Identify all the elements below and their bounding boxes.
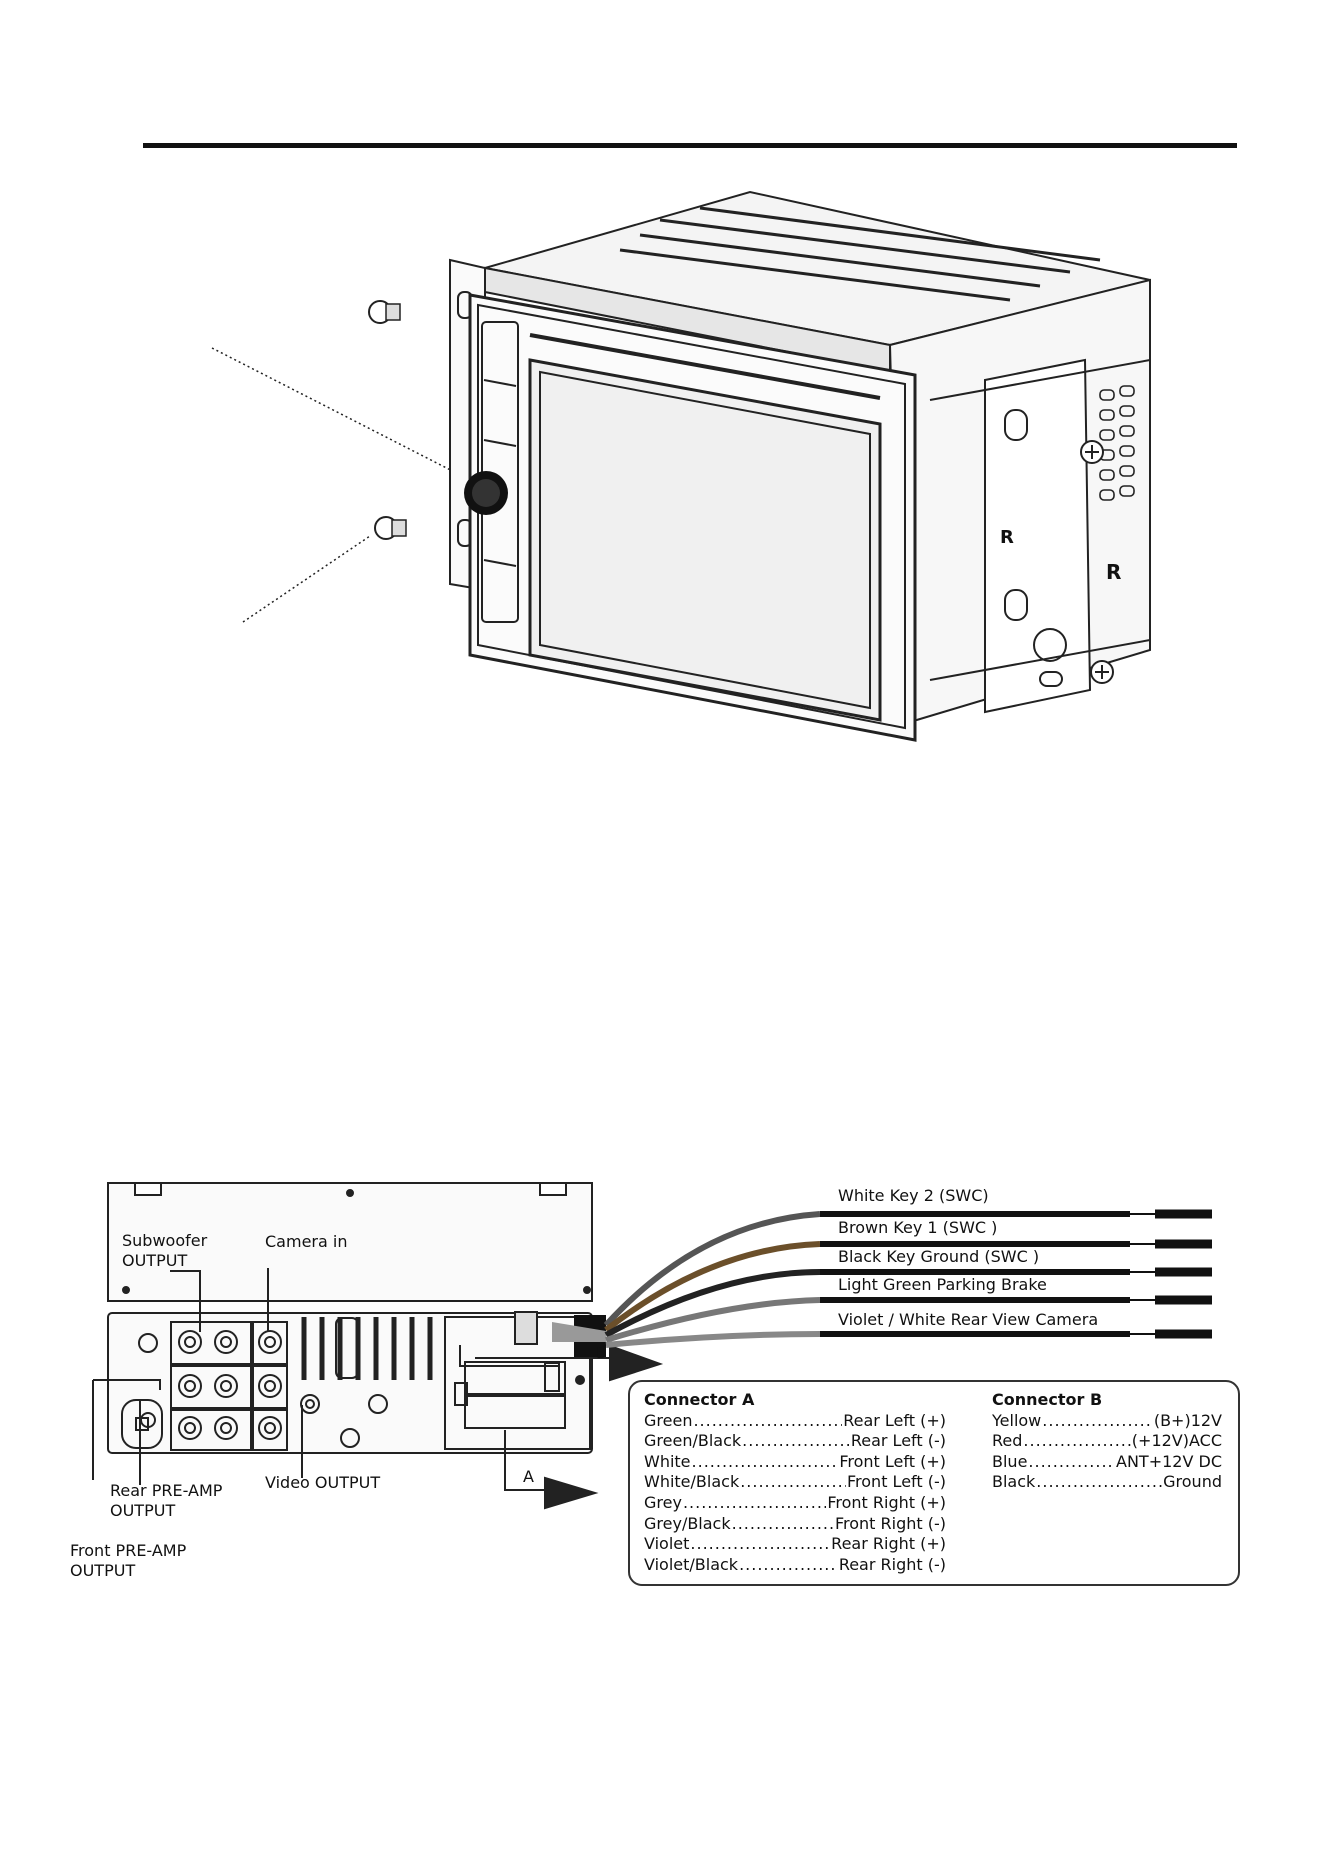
label-front-preamp-output: Front PRE-AMP OUTPUT bbox=[70, 1541, 187, 1580]
wire-label-black-key-ground: Black Key Ground (SWC ) bbox=[838, 1247, 1040, 1266]
list-item: WhiteFront Left (+) bbox=[644, 1452, 946, 1473]
label-rear-preamp-output: Rear PRE-AMP OUTPUT bbox=[110, 1481, 223, 1520]
label-subwoofer-output: Subwoofer OUTPUT bbox=[122, 1231, 208, 1270]
arrow-label-a: A bbox=[523, 1467, 534, 1486]
list-item: BlueANT+12V DC bbox=[992, 1452, 1222, 1473]
list-item: Violet/BlackRear Right (-) bbox=[644, 1555, 946, 1576]
connector-pinout-panel: Connector A GreenRear Left (+) Green/Bla… bbox=[628, 1380, 1240, 1586]
connector-a-title: Connector A bbox=[644, 1390, 755, 1409]
wire-label-brown-key1: Brown Key 1 (SWC ) bbox=[838, 1218, 998, 1237]
label-camera-in: Camera in bbox=[265, 1232, 348, 1251]
head-unit-mounting-illustration bbox=[211, 190, 1151, 742]
bracket-mark-2: R bbox=[1106, 560, 1122, 584]
label-video-output: Video OUTPUT bbox=[265, 1473, 381, 1492]
wire-label-white-key2: White Key 2 (SWC) bbox=[838, 1186, 989, 1205]
wire-label-rear-camera: Violet / White Rear View Camera bbox=[838, 1310, 1099, 1329]
list-item: Green/BlackRear Left (-) bbox=[644, 1431, 946, 1452]
list-item: Yellow(B+)12V bbox=[992, 1411, 1222, 1432]
rear-panel-wiring-diagram bbox=[92, 1182, 1212, 1510]
list-item: Grey/BlackFront Right (-) bbox=[644, 1514, 946, 1535]
mounting-screw-right-upper bbox=[1080, 440, 1104, 464]
list-item: GreyFront Right (+) bbox=[644, 1493, 946, 1514]
mounting-screw-upper bbox=[368, 300, 401, 324]
list-item: VioletRear Right (+) bbox=[644, 1534, 946, 1555]
list-item: Red(+12V)ACC bbox=[992, 1431, 1222, 1452]
mounting-screw-right-lower bbox=[1090, 660, 1114, 684]
bracket-mark-1: R bbox=[1000, 527, 1014, 548]
header-rule bbox=[143, 143, 1237, 148]
arrow-label-b: B bbox=[596, 1343, 607, 1362]
list-item: GreenRear Left (+) bbox=[644, 1411, 946, 1432]
mounting-screw-lower bbox=[374, 516, 407, 540]
wire-label-parking-brake: Light Green Parking Brake bbox=[838, 1275, 1047, 1294]
connector-b-list: Connector B Yellow(B+)12V Red(+12V)ACC B… bbox=[992, 1390, 1222, 1493]
connector-a-list: Connector A GreenRear Left (+) Green/Bla… bbox=[644, 1390, 946, 1575]
list-item: BlackGround bbox=[992, 1472, 1222, 1493]
list-item: White/BlackFront Left (-) bbox=[644, 1472, 946, 1493]
connector-b-title: Connector B bbox=[992, 1390, 1103, 1409]
